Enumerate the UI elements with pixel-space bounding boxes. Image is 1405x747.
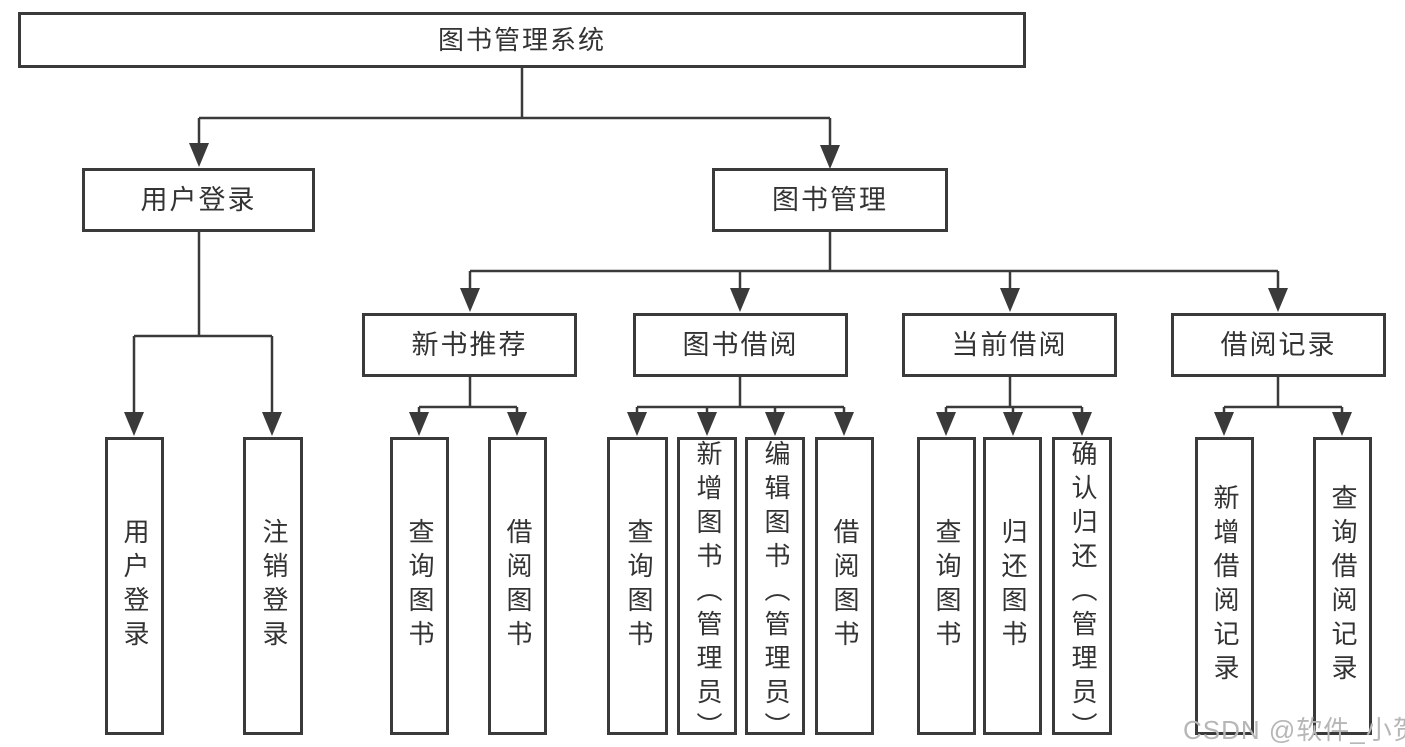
leaf-logout: 注销登录 xyxy=(243,437,303,735)
node-new-book-recommend: 新书推荐 xyxy=(362,313,577,377)
leaf-query-books-borrow: 查询图书 xyxy=(607,437,668,735)
node-current-borrowing: 当前借阅 xyxy=(902,313,1117,377)
leaf-add-borrow-record: 新增借阅记录 xyxy=(1195,437,1254,735)
node-borrowing-records: 借阅记录 xyxy=(1171,313,1386,377)
leaf-query-books-current: 查询图书 xyxy=(917,437,976,735)
node-user-login: 用户登录 xyxy=(82,168,315,232)
leaf-borrow-books: 借阅图书 xyxy=(815,437,874,735)
node-book-borrowing: 图书借阅 xyxy=(633,313,848,377)
leaf-query-books-recommend: 查询图书 xyxy=(390,437,449,735)
csdn-watermark: CSDN @软件_小贺同学 xyxy=(1183,715,1405,745)
leaf-query-borrow-record: 查询借阅记录 xyxy=(1313,437,1372,735)
node-library-management-system: 图书管理系统 xyxy=(18,12,1026,68)
leaf-confirm-return-admin: 确认归还（管理员） xyxy=(1052,437,1112,746)
leaf-borrow-books-recommend: 借阅图书 xyxy=(488,437,547,735)
leaf-edit-books-admin: 编辑图书（管理员） xyxy=(745,437,805,746)
leaf-add-books-admin: 新增图书（管理员） xyxy=(677,437,737,746)
leaf-return-books: 归还图书 xyxy=(983,437,1042,735)
leaf-user-login: 用户登录 xyxy=(105,437,164,735)
node-book-management: 图书管理 xyxy=(712,168,948,232)
